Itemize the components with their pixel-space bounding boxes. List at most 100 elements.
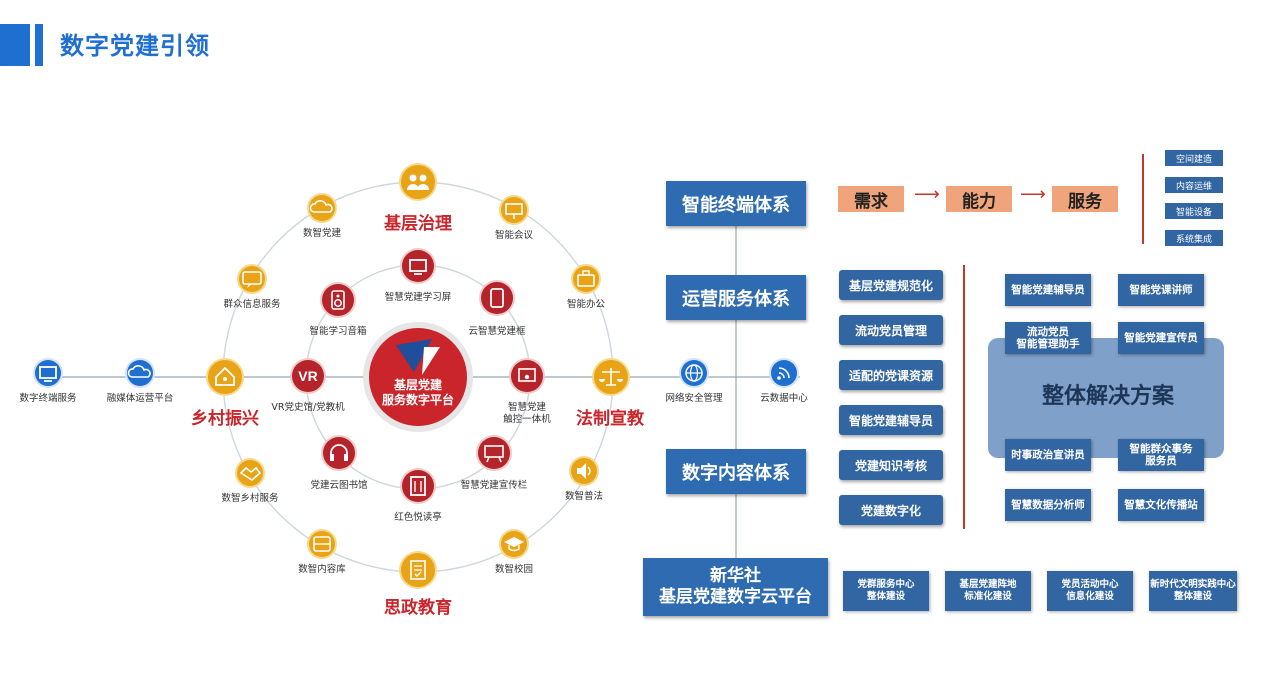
services-divider [1142,154,1144,244]
inner-label-0: 智慧党建学习屏 [384,292,452,303]
inner-node-tablet[interactable] [481,282,513,314]
monitor-icon [409,259,427,275]
outer-node-meeting[interactable] [501,197,527,223]
system-digital-content[interactable]: 数字内容体系 [666,449,806,494]
right-chain-label-1: 云数据中心 [760,393,808,404]
hub-title-line1: 基层党建 [393,377,443,392]
page-title: 数字党建引领 [60,32,210,60]
chain-node-terminal[interactable] [35,360,61,386]
chat-icon [242,271,262,288]
outer-label-0: 数智党建 [302,228,342,239]
solution-box-lecturer[interactable]: 智能党课讲师 [1118,274,1204,306]
outer-node-cloud[interactable] [309,195,335,221]
inner-node-monitor[interactable] [402,250,434,282]
service-tag-space[interactable]: 空间建造 [1165,150,1223,166]
flow-capability: 能力 [946,186,1012,212]
inner-label-6: VR党史馆/党教机 [271,402,345,413]
inner-label-7: 智能学习音箱 [309,326,367,337]
chain-node-cloud-platform[interactable] [127,360,153,386]
outer-label-1: 智能会议 [494,230,534,241]
bottom-box-activity-center[interactable]: 党员活动中心 信息化建设 [1047,571,1133,611]
volume-icon [577,463,591,479]
solution-box-public-affairs[interactable]: 智能群众事务 服务员 [1118,439,1204,471]
pillar-label-right: 法制宣教 [576,409,644,429]
handshake-icon [239,466,262,481]
speaker-icon [331,290,345,310]
scales-icon [599,368,623,386]
inner-node-booth[interactable] [402,470,434,502]
capability-standardization[interactable]: 基层党建规范化 [839,270,943,300]
outer-node-handshake[interactable] [237,460,263,486]
meeting-icon [505,203,523,219]
signal-icon [777,367,790,380]
inner-label-5: 党建云图书馆 [310,480,368,491]
capability-knowledge-test[interactable]: 党建知识考核 [839,450,943,480]
service-tag-device[interactable]: 智能设备 [1165,203,1223,219]
cloud-platform-line1: 新华社 [710,566,761,586]
house-icon [215,366,235,386]
inner-label-2: 智慧党建 触控一体机 [503,402,551,425]
right-chain-label-0: 网络安全管理 [665,393,723,404]
service-tag-integration[interactable]: 系统集成 [1165,230,1223,246]
svg-text:VR: VR [298,368,317,384]
chain-node-signal[interactable] [771,360,797,386]
hub-logo-stripe [422,347,440,375]
pillar-node-top[interactable] [401,165,435,199]
cloud-platform-line2: 基层党建数字云平台 [659,587,812,607]
flow-arrow-1: ⟶ [914,184,940,205]
flow-demand: 需求 [838,186,904,212]
solution-box-publicist[interactable]: 智能党建宣传员 [1118,322,1204,354]
solution-box-politics-speaker[interactable]: 时事政治宣讲员 [1005,439,1091,471]
cloud-platform-box[interactable]: 新华社 基层党建数字云平台 [643,558,828,616]
hub-circle[interactable] [369,328,467,426]
solution-box-culture-station[interactable]: 智慧文化传播站 [1118,489,1204,521]
capability-digitization[interactable]: 党建数字化 [839,495,943,525]
system-operation-service[interactable]: 运营服务体系 [666,275,806,320]
capability-tutor[interactable]: 智能党建辅导员 [839,405,943,435]
hub-title-line2: 服务数字平台 [382,392,454,407]
pillar-label-top: 基层治理 [384,214,452,234]
outer-label-2: 智能办公 [566,299,606,310]
header-accent-stripe [35,24,43,66]
bottom-box-civilization-center[interactable]: 新时代文明实践中心 整体建设 [1149,571,1237,611]
flow-arrow-2: ⟶ [1020,184,1046,205]
touch-kiosk-icon [518,368,536,382]
terminal-icon [39,366,57,382]
solution-title: 整体解决方案 [1041,384,1174,409]
document-icon [410,560,426,580]
bottom-box-service-center[interactable]: 党群服务中心 整体建设 [843,571,929,611]
hub-logo-icon [396,339,432,372]
outer-label-5: 数智内容库 [298,564,346,575]
cloud-platform-icon [127,365,151,378]
left-chain-label-0: 数字终端服务 [19,393,77,404]
people-icon [407,174,429,190]
globe-icon [685,364,703,382]
service-tag-content[interactable]: 内容运维 [1165,177,1223,193]
system-intelligent-terminal[interactable]: 智能终端体系 [666,181,806,226]
capability-course-resource[interactable]: 适配的党课资源 [839,360,943,390]
solution-box-mobile-assistant[interactable]: 流动党员 智能管理助手 [1005,322,1091,354]
solution-panel [988,338,1224,458]
outer-label-4: 数智校园 [494,564,534,575]
inner-label-1: 云智慧党建框 [468,326,526,337]
database-icon [313,536,331,552]
vr-icon: VR [298,368,317,384]
outer-label-7: 群众信息服务 [223,299,281,310]
capabilities-divider [963,265,965,529]
solution-box-data-analyst[interactable]: 智慧数据分析师 [1005,489,1091,521]
tablet-icon [490,288,504,308]
board-icon [484,445,504,463]
flow-service: 服务 [1052,186,1118,212]
inner-node-vr[interactable] [292,360,324,392]
solution-box-tutor[interactable]: 智能党建辅导员 [1005,274,1091,306]
inner-node-board[interactable] [478,437,510,469]
inner-node-headphones[interactable] [323,437,355,469]
outer-node-briefcase[interactable] [573,266,599,292]
header-accent-block [0,24,30,66]
graduation-icon [504,537,524,552]
inner-label-3: 智慧党建宣传栏 [460,480,528,491]
capability-mobile-member[interactable]: 流动党员管理 [839,315,943,345]
pillar-label-bottom: 思政教育 [384,598,452,618]
bottom-box-position-standard[interactable]: 基层党建阵地 标准化建设 [945,571,1031,611]
